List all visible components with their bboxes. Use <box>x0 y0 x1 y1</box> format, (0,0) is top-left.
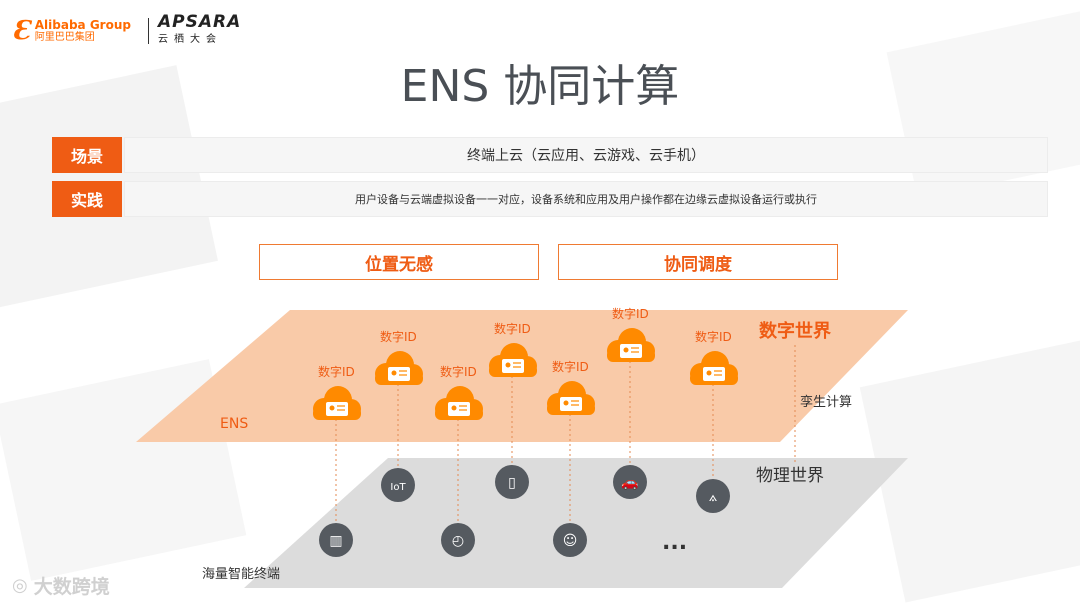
practice-text: 用户设备与云端虚拟设备一一对应，设备系统和应用及用户操作都在边缘云虚拟设备运行或… <box>124 181 1048 217</box>
digital-id-cloud-icon <box>690 351 738 385</box>
terminals-label: 海量智能终端 <box>202 567 281 582</box>
physical-world-label: 物理世界 <box>756 466 824 486</box>
alibaba-swoosh-icon: Ɛ <box>12 16 31 46</box>
twin-compute-label: 孪生计算 <box>800 395 853 410</box>
apsara-name-cn: 云栖大会 <box>158 34 222 45</box>
digital-id-label: 数字ID <box>552 360 589 374</box>
watermark-brand: ◎ 大数跨境 <box>12 572 110 599</box>
practice-row: 实践 用户设备与云端虚拟设备一一对应，设备系统和应用及用户操作都在边缘云虚拟设备… <box>52 181 1048 217</box>
digital-id-label: 数字ID <box>318 365 355 379</box>
watch-device-icon: ◴ <box>441 523 475 557</box>
digital-id-label: 数字ID <box>380 330 417 344</box>
tower-device-icon: ⟑ <box>696 479 730 513</box>
iot-device-icon: IoT <box>381 468 415 502</box>
svg-text:▯: ▯ <box>508 475 516 491</box>
scenario-text: 终端上云（云应用、云游戏、云手机） <box>124 137 1048 173</box>
brand-name: 大数跨境 <box>33 576 110 598</box>
digital-world-label: 数字世界 <box>759 321 831 342</box>
location-agnostic-box: 位置无感 <box>259 244 539 280</box>
collab-scheduling-box: 协同调度 <box>558 244 838 280</box>
alibaba-logo: Ɛ Alibaba Group 阿里巴巴集团 <box>12 16 131 46</box>
scenario-row: 场景 终端上云（云应用、云游戏、云手机） <box>52 137 1048 173</box>
svg-text:⟑: ⟑ <box>709 489 718 505</box>
practice-tag: 实践 <box>52 181 122 217</box>
digital-id-label: 数字ID <box>440 365 477 379</box>
chip-device-icon: ▥ <box>319 523 353 557</box>
digital-id-cloud-icon <box>435 386 483 420</box>
digital-id-cloud-icon <box>547 381 595 415</box>
scenario-tag: 场景 <box>52 137 122 173</box>
alibaba-name-en: Alibaba Group <box>34 18 131 32</box>
svg-text:◴: ◴ <box>452 533 464 549</box>
car-device-icon: 🚗 <box>613 465 647 499</box>
svg-text:☺: ☺ <box>563 533 578 549</box>
ens-label: ENS <box>220 416 249 432</box>
digital-id-cloud-icon <box>375 351 423 385</box>
logo-divider <box>148 18 149 44</box>
alibaba-name-cn: 阿里巴巴集团 <box>34 32 95 43</box>
apsara-name-en: APSARA <box>158 12 242 32</box>
svg-text:▥: ▥ <box>329 533 342 549</box>
digital-id-label: 数字ID <box>695 330 732 344</box>
digital-id-label: 数字ID <box>494 322 531 336</box>
phone-device-icon: ▯ <box>495 465 529 499</box>
more-ellipsis: ... <box>662 530 688 555</box>
digital-id-cloud-icon <box>489 343 537 377</box>
robot-device-icon: ☺ <box>553 523 587 557</box>
digital-id-label: 数字ID <box>612 307 649 321</box>
apsara-logo: APSARA 云栖大会 <box>158 14 241 45</box>
brand-logo-icon: ◎ <box>12 575 28 596</box>
svg-text:IoT: IoT <box>390 482 406 493</box>
digital-id-cloud-icon <box>313 386 361 420</box>
svg-text:🚗: 🚗 <box>621 475 638 491</box>
page-title: ENS 协同计算 <box>400 61 680 112</box>
digital-id-cloud-icon <box>607 328 655 362</box>
